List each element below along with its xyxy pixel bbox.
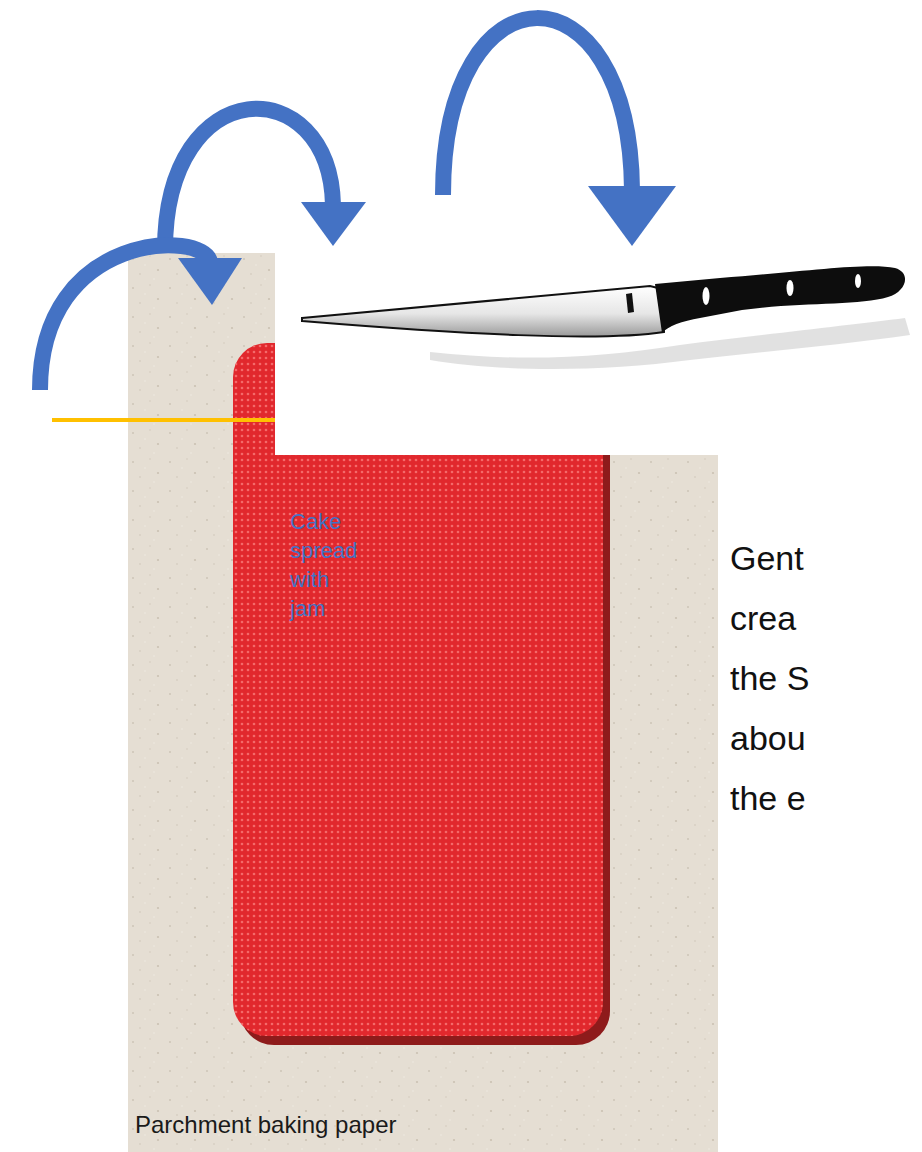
paper-label: Parchment baking paper (135, 1110, 555, 1140)
handle-rivet (787, 280, 794, 296)
curved-arrow (443, 18, 632, 195)
curved-arrow (165, 109, 333, 250)
fold-arrows (40, 18, 632, 390)
knife-picture (275, 250, 922, 455)
instruction-text: Gent crea the S abou the e (730, 528, 840, 828)
cake-sheet: Cake spread with jam (233, 343, 610, 1045)
cake-texture (233, 343, 603, 1036)
curved-arrow (40, 245, 210, 390)
arrow-heads (178, 186, 676, 305)
cake-label: Cake spread with jam (290, 507, 362, 623)
arrow-head (301, 202, 366, 246)
cake-sheet-shape (233, 343, 610, 1045)
knife-shadow (430, 318, 910, 369)
knife-handle (655, 266, 905, 333)
handle-rivet (703, 287, 710, 305)
blade-notch (626, 293, 634, 313)
handle-rivet (855, 274, 861, 288)
arrow-head (588, 186, 676, 246)
arrow-head (178, 258, 242, 305)
picture-background (275, 250, 922, 455)
parchment-paper: Parchment baking paper Cake spread with j… (128, 253, 718, 1152)
knife-blade (302, 286, 664, 336)
paper-sheet (128, 253, 718, 1152)
cut-line (52, 418, 285, 422)
cake-body (233, 343, 603, 1036)
